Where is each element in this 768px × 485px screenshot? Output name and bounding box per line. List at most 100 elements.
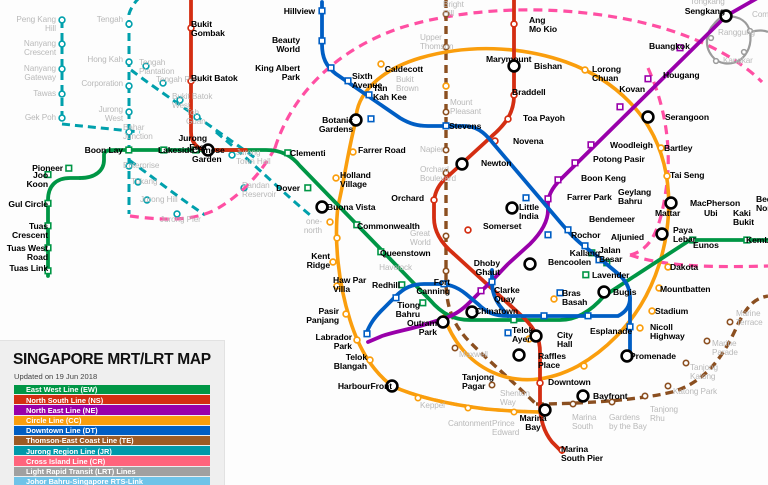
station-label[interactable]: Tongkang bbox=[690, 0, 725, 6]
station-label[interactable]: Tawas bbox=[33, 89, 56, 98]
station-label[interactable]: Katong Park bbox=[673, 387, 717, 396]
station-label[interactable]: Keppel bbox=[420, 401, 445, 410]
station-label[interactable]: Promenade bbox=[630, 351, 676, 361]
station-label[interactable]: Compassvale bbox=[752, 10, 768, 19]
station-label[interactable]: Somerset bbox=[483, 221, 522, 231]
station-label[interactable]: Gul Circle bbox=[8, 199, 48, 209]
station-label[interactable]: Newton bbox=[481, 158, 512, 168]
station-label[interactable]: Bendemeer bbox=[589, 214, 635, 224]
station-label[interactable]: Orchard bbox=[391, 193, 424, 203]
station-label[interactable]: Mattar bbox=[655, 208, 681, 218]
station-label[interactable]: Kembangan bbox=[746, 235, 768, 245]
station-label[interactable]: Tengah bbox=[96, 15, 123, 24]
station-label[interactable]: Marymount bbox=[486, 54, 532, 64]
station-label[interactable]: Napier bbox=[420, 145, 444, 154]
station-label[interactable]: Queenstown bbox=[380, 248, 431, 258]
legend-line-0[interactable]: East West Line (EW) bbox=[14, 385, 210, 394]
station-label[interactable]: Bishan bbox=[534, 61, 563, 71]
station-label[interactable]: Enterprise bbox=[123, 161, 160, 170]
station-label[interactable]: Lakeside bbox=[158, 145, 194, 155]
station-label[interactable]: Tukang bbox=[131, 177, 158, 186]
station-label[interactable]: Jurong Hill bbox=[140, 195, 178, 204]
station-label[interactable]: Serangoon bbox=[665, 112, 709, 122]
station-label[interactable]: Dover bbox=[276, 183, 300, 193]
station-label[interactable]: HarbourFront bbox=[337, 381, 392, 391]
station-label[interactable]: Downtown bbox=[548, 377, 591, 387]
station-label[interactable]: Buangkok bbox=[649, 41, 690, 51]
station-label[interactable]: Mountbatten bbox=[660, 284, 711, 294]
station-label[interactable]: Corporation bbox=[81, 79, 123, 88]
station-label[interactable]: one-north bbox=[303, 217, 322, 235]
station-label[interactable]: Hillview bbox=[283, 6, 315, 16]
station-label[interactable]: Commonwealth bbox=[357, 221, 420, 231]
station-label[interactable]: Hougang bbox=[663, 70, 700, 80]
station-label[interactable]: Ranggung bbox=[718, 28, 755, 37]
station-label[interactable]: Lavender bbox=[592, 270, 630, 280]
station-label[interactable]: Bukit Batok bbox=[191, 73, 238, 83]
station-label[interactable]: Ubi bbox=[704, 208, 718, 218]
station-label[interactable]: Kangkar bbox=[723, 56, 753, 65]
station-label[interactable]: Eunos bbox=[693, 240, 719, 250]
station-label[interactable]: Bartley bbox=[664, 143, 693, 153]
station-label[interactable]: Cantonment bbox=[448, 419, 492, 428]
station-label[interactable]: Sengkang bbox=[684, 6, 725, 16]
station-label[interactable]: Boon Keng bbox=[581, 173, 626, 183]
station-label[interactable]: Pioneer bbox=[32, 163, 63, 173]
station-label[interactable]: Aljunied bbox=[610, 232, 644, 242]
legend-line-8[interactable]: Light Rapid Transit (LRT) Lines bbox=[14, 466, 210, 476]
station-label[interactable]: Tengah Park bbox=[156, 75, 201, 84]
station-label[interactable]: Tuas Link bbox=[9, 263, 48, 273]
station-label[interactable]: Bencoolen bbox=[548, 257, 592, 267]
station-label[interactable]: Chinatown bbox=[475, 306, 519, 316]
station-label[interactable]: Clementi bbox=[290, 148, 326, 158]
station-label[interactable]: Bayfront bbox=[593, 391, 628, 401]
legend-line-2[interactable]: North East Line (NE) bbox=[14, 405, 210, 415]
